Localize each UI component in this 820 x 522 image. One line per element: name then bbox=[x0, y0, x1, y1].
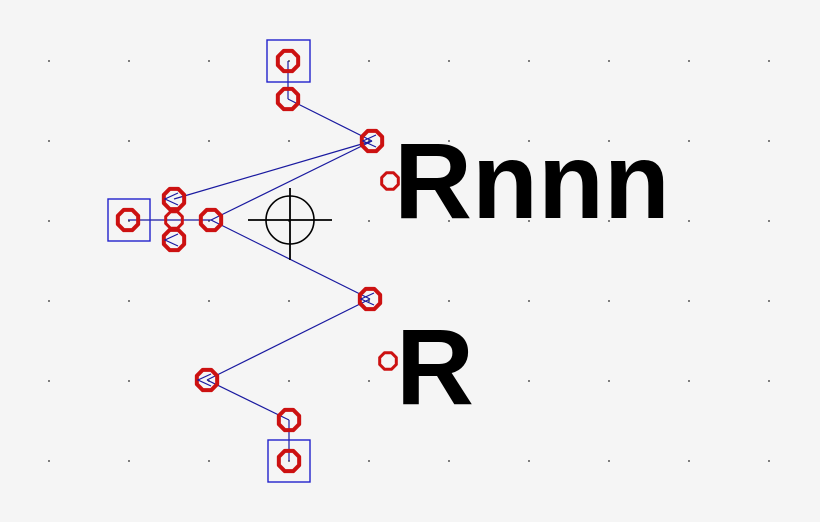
marker-top-wire-end[interactable] bbox=[275, 86, 301, 112]
marker-stack-upper-arrowhead bbox=[163, 192, 179, 206]
marker-stack-lower-arrowhead bbox=[163, 233, 179, 247]
component-boxes-group[interactable] bbox=[107, 39, 311, 483]
marker-stack-lower[interactable] bbox=[161, 227, 187, 253]
wires-group[interactable] bbox=[128, 61, 373, 461]
wire-bottom-diagonal[interactable] bbox=[206, 379, 290, 421]
box-bottom[interactable] bbox=[267, 439, 311, 483]
box-top[interactable] bbox=[266, 39, 311, 83]
wire-lower-diagonal[interactable] bbox=[206, 298, 371, 381]
marker-lower-junction[interactable] bbox=[357, 286, 383, 312]
junction-markers-group[interactable] bbox=[115, 48, 400, 474]
label-r[interactable]: R bbox=[396, 306, 474, 427]
marker-upper-junction[interactable] bbox=[359, 128, 385, 154]
marker-lower-junction-arrowhead bbox=[359, 292, 375, 306]
marker-left-pin[interactable] bbox=[115, 207, 141, 233]
marker-hub[interactable] bbox=[198, 207, 224, 233]
marker-upper-junction-arrowhead bbox=[361, 134, 377, 148]
label-rnnn[interactable]: Rnnn bbox=[394, 120, 670, 241]
marker-bottom-pin[interactable] bbox=[276, 448, 302, 474]
box-left[interactable] bbox=[107, 198, 151, 242]
marker-bottom-bend-arrowhead bbox=[196, 373, 212, 387]
marker-bottom-bend[interactable] bbox=[194, 367, 220, 393]
marker-bottom-wire-end[interactable] bbox=[276, 407, 302, 433]
marker-r-origin[interactable] bbox=[378, 351, 398, 371]
wire-hub-to-upper[interactable] bbox=[210, 140, 373, 221]
marker-rnnn-origin[interactable] bbox=[380, 171, 400, 191]
marker-top-pin[interactable] bbox=[275, 48, 301, 74]
wire-upper-branch[interactable] bbox=[173, 140, 373, 200]
wire-top-diagonal[interactable] bbox=[287, 98, 373, 142]
marker-stack-upper[interactable] bbox=[161, 186, 187, 212]
origin-anchor-crosshair bbox=[248, 188, 332, 260]
